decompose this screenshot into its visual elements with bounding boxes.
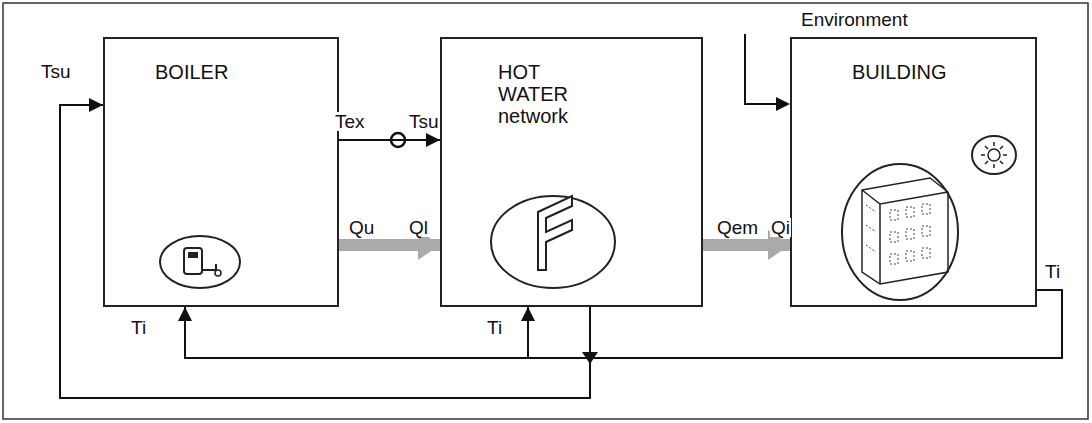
heat-flow-arrow [703,239,790,251]
sun-icon [972,136,1016,174]
variable-label: Qi [770,218,791,237]
building-icon [842,164,958,300]
process-box: BUILDING [790,37,1037,307]
arrow-head [776,97,790,111]
process-box: BOILER [103,37,339,307]
variable-label: Ti [1044,262,1061,281]
variable-label: Tsu [40,62,72,81]
heat-flow-arrow [339,239,440,251]
variable-label: Ti [486,318,503,337]
flow-line [185,290,1062,358]
outer-frame [3,3,1088,419]
variable-label: Qu [348,218,375,237]
box-title: HOT WATER network [498,61,598,127]
flow-line [339,139,440,141]
environment-line [745,34,782,104]
variable-label: Qem [716,218,759,237]
variable-label: Ql [408,218,429,237]
box-title: BOILER [155,61,228,83]
box-title: BUILDING [852,61,946,83]
environment-label: Environment [800,10,909,29]
variable-label: Tsu [408,112,440,131]
variable-label: Tex [334,112,366,131]
flow-line [528,290,1062,358]
boiler-icon [160,236,240,288]
flow-line [60,105,590,398]
variable-label: Ti [130,318,147,337]
process-box: HOT WATER network [440,37,703,307]
radiator-icon [491,196,615,288]
